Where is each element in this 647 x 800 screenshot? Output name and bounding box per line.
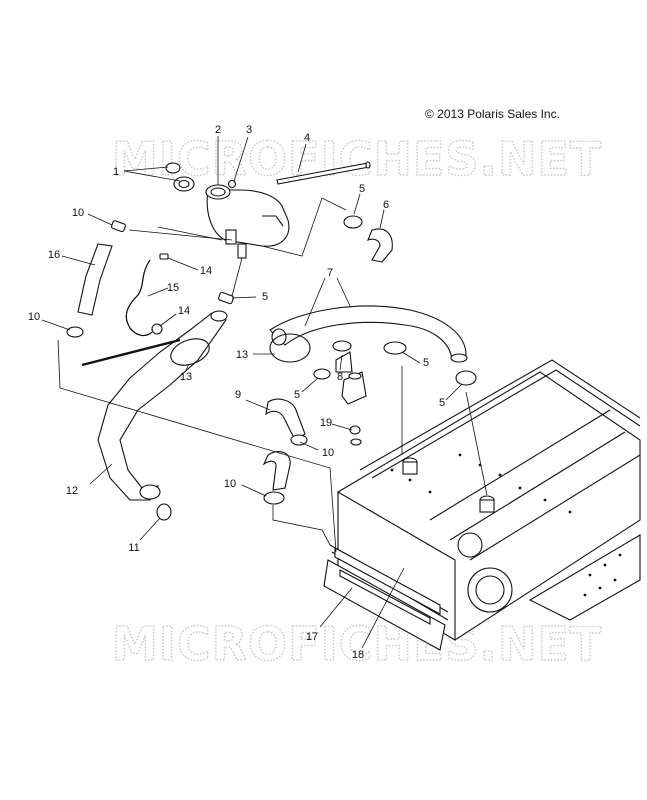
callout-16: 16 — [48, 249, 60, 261]
bottle-cap — [173, 176, 195, 192]
callout-13-left: 13 — [180, 371, 192, 383]
leader-lines — [41, 136, 488, 649]
callout-5-right: 5 — [423, 357, 429, 369]
support-rod — [276, 161, 371, 185]
callout-15: 15 — [167, 282, 179, 294]
callout-6: 6 — [383, 199, 389, 211]
callout-9: 9 — [235, 389, 241, 401]
hose-9 — [265, 398, 306, 441]
callout-13-right: 13 — [236, 349, 248, 361]
o-ring-13-right — [269, 333, 311, 363]
watermark-bottom: MICROFICHES.NET — [112, 617, 602, 671]
callout-5-top: 5 — [359, 183, 365, 195]
callout-10-mid: 10 — [322, 447, 334, 459]
callout-19: 19 — [320, 417, 332, 429]
callout-18: 18 — [352, 649, 364, 661]
callout-7: 7 — [327, 267, 333, 279]
hose-16 — [77, 243, 113, 316]
heat-exchanger-bar — [334, 547, 441, 625]
callout-17: 17 — [306, 631, 318, 643]
callout-14-top: 14 — [200, 265, 212, 277]
callout-14-mid: 14 — [178, 305, 190, 317]
callout-3: 3 — [246, 124, 252, 136]
callout-10-left: 10 — [28, 311, 40, 323]
thermostat-19 — [349, 425, 362, 446]
watermark-top: MICROFICHES.NET — [112, 132, 602, 186]
callout-labels: 1 2 3 4 5 6 10 16 14 15 5 10 14 7 13 13 … — [28, 124, 445, 661]
callout-11: 11 — [128, 542, 139, 554]
callout-5-mid: 5 — [262, 291, 268, 303]
hose-6 — [367, 228, 393, 263]
callout-5-lower: 5 — [294, 389, 300, 401]
callout-12: 12 — [66, 485, 78, 497]
clamps — [66, 215, 477, 521]
callout-10-low: 10 — [224, 478, 236, 490]
hose-12 — [97, 312, 227, 501]
cap-o-ring — [165, 162, 181, 174]
copyright-notice: © 2013 Polaris Sales Inc. — [425, 107, 560, 121]
coolant-bottle — [205, 184, 290, 259]
callout-8: 8 — [337, 371, 343, 383]
callout-5-far-right: 5 — [439, 397, 445, 409]
bottle-fitting — [227, 179, 237, 189]
callout-2: 2 — [215, 124, 221, 136]
hose-15 — [125, 259, 153, 337]
callout-4: 4 — [304, 132, 310, 144]
hose-7 — [269, 305, 467, 361]
o-ring-13-left — [170, 338, 210, 366]
chassis-tunnel — [323, 359, 641, 651]
bleed-line — [81, 338, 181, 367]
callout-1: 1 — [113, 166, 119, 178]
hose-lower — [262, 451, 291, 491]
callout-10-top: 10 — [72, 207, 84, 219]
